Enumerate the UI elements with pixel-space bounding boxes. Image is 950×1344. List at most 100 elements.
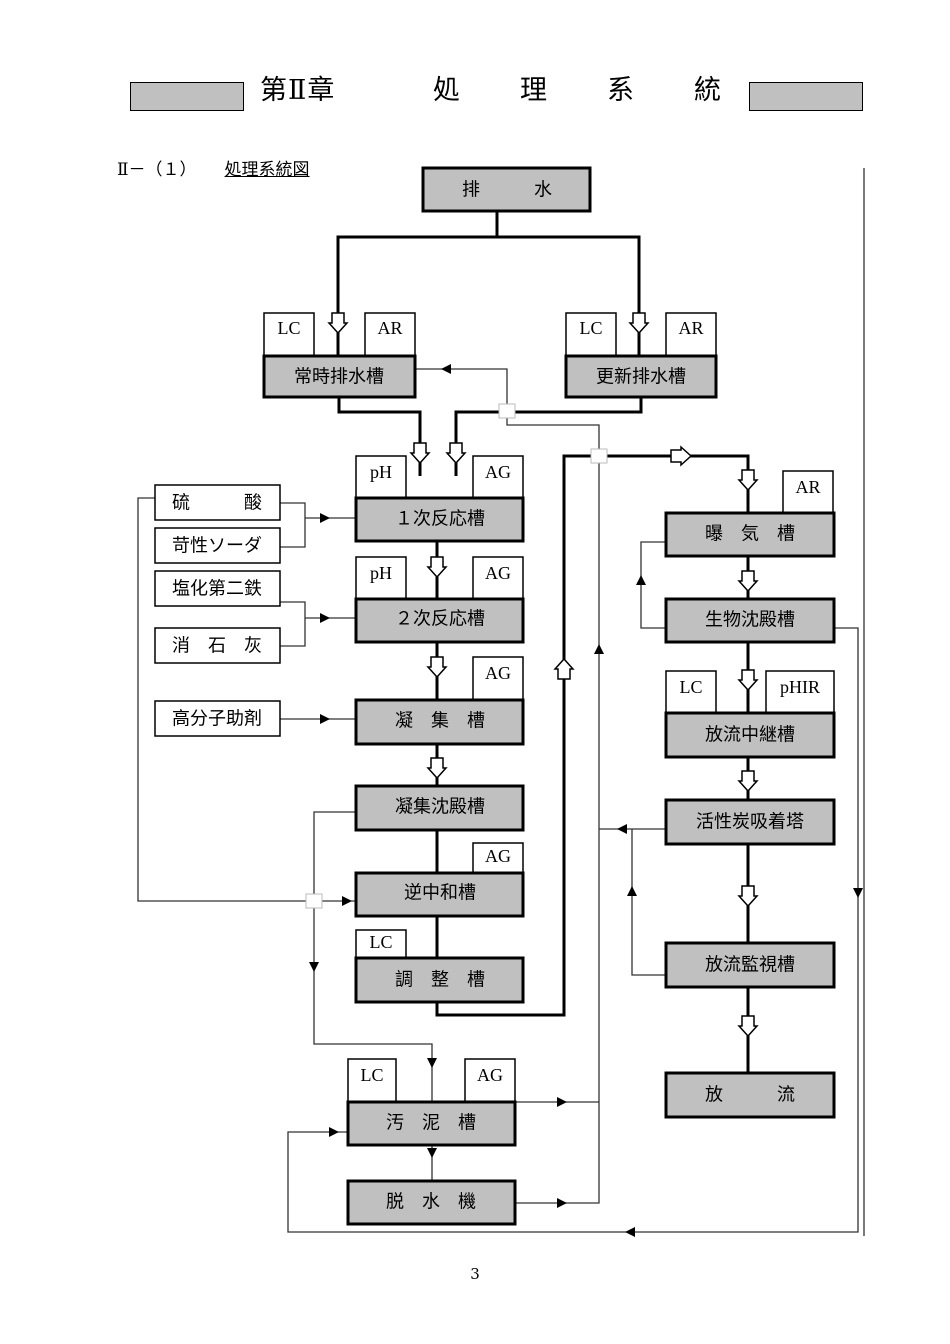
instrument-ar-regular [364,312,416,357]
node-bio-settling [664,597,836,644]
section-heading: Ⅱ－（１） 処理系統図 [117,155,310,180]
instrument-boxes: LC AR LC AR pH AG pH AG AG AG LC LC AG A… [263,312,835,1103]
node-label: AR [377,318,402,338]
node-label: 常時排水槽 [294,367,384,388]
flow-arrow-down-icon [427,757,447,779]
process-tanks: 排 水 常時排水槽 更新排水槽 １次反応槽 ２次反応槽 凝 集 槽 凝集沈殿槽 … [262,166,836,1226]
node-label: 放流監視槽 [705,955,795,976]
arrow-right-icon [557,1097,567,1107]
node-label: 消 石 灰 [172,636,262,657]
header-left-bar [130,82,244,111]
node-label: 硫 酸 [172,493,262,514]
chapter-title-char-1: 処 [433,75,461,106]
node-aeration [664,511,836,558]
chapter-title-char-3: 系 [607,75,635,106]
chemical-caustic-soda [154,527,281,564]
instrument-ag-reaction1 [472,455,524,499]
node-label: 凝 集 槽 [395,711,485,732]
crossing-marker [305,893,323,909]
node-label: 排 水 [462,180,552,201]
arrow-right-icon [320,613,330,623]
node-carbon-tower [664,798,836,846]
node-label: AR [678,318,703,338]
chemical-sulfuric-acid [154,484,281,521]
node-drain [421,166,592,213]
node-label: AG [485,846,511,866]
node-label: 汚 泥 槽 [386,1113,476,1134]
chemical-slaked-lime [154,627,281,664]
node-label: 逆中和槽 [404,883,476,904]
flow-arrow-down-icon [738,1015,758,1037]
chemical-boxes: 硫 酸 苛性ソーダ 塩化第二鉄 消 石 灰 高分子助剤 [154,484,281,737]
instrument-ag-reverse-neutral [472,842,524,874]
node-adjustment [354,956,525,1004]
node-reverse-neutral [354,871,525,918]
flow-arrow-down-icon [738,669,758,691]
node-monitor-tank [664,941,836,989]
node-label: 生物沈殿槽 [705,610,795,631]
arrow-right-icon [557,1198,567,1208]
flow-arrow-down-icon [427,556,447,578]
arrow-down-icon [427,1148,437,1158]
node-label: AG [477,1065,503,1085]
chapter-title-char-2: 理 [520,75,548,106]
flow-arrow-down-icon [629,312,649,334]
node-label: 更新排水槽 [596,367,686,388]
node-label: AG [485,663,511,683]
flow-arrow-down-icon [410,442,430,464]
node-regular-tank [262,354,417,399]
arrow-up-icon [594,644,604,654]
section-number: Ⅱ－（１） [117,160,197,180]
node-reaction2 [354,597,525,644]
arrow-down-icon [309,962,319,972]
arrow-right-icon [342,896,352,906]
header-right-bar [749,82,863,111]
flow-arrow-down-icon [738,770,758,792]
arrow-down-icon [427,1058,437,1068]
node-label: LC [679,677,702,697]
sludge-line [287,627,859,1233]
arrow-left-icon [441,364,451,374]
node-label: AR [795,477,820,497]
node-renewal-tank [564,354,718,399]
arrow-up-icon [627,886,637,896]
flow-arrow-right-icon [670,446,692,466]
crossing-marker [498,403,516,419]
flow-arrow-down-icon [427,656,447,678]
section-title: 処理系統図 [224,160,310,180]
arrow-up-icon [636,575,646,585]
flow-arrow-down-icon [328,312,348,334]
chapter-title-char-4: 統 [694,75,722,106]
secondary-lines [137,168,865,1236]
node-label: 高分子助剤 [172,709,262,730]
flow-line [435,454,750,1017]
node-discharge [664,1071,836,1119]
node-relay-tank [664,711,836,759]
node-label: 曝 気 槽 [705,524,795,545]
node-label: １次反応槽 [395,509,485,530]
node-coagulation [354,698,525,746]
node-dehydrator [346,1179,517,1226]
node-label: AG [485,563,511,583]
arrow-left-icon [625,1227,635,1237]
chemical-line [280,502,306,548]
node-label: pHIR [780,677,820,697]
node-label: 凝集沈殿槽 [395,797,485,818]
instrument-ar-aeration [782,470,834,514]
flow-arrow-down-icon [738,469,758,491]
arrow-right-icon [320,714,330,724]
crossing-marker [590,448,608,464]
node-label: LC [369,932,392,952]
node-label: 活性炭吸着塔 [696,812,804,833]
node-reaction1 [354,496,525,543]
main-flow-lines [336,211,750,1073]
node-sludge-tank [346,1100,517,1147]
instrument-lc-renewal [565,312,617,357]
flow-arrow-down-icon [738,885,758,907]
arrow-right-icon [320,513,330,523]
node-label: 脱 水 機 [386,1192,476,1213]
node-label: 塩化第二鉄 [172,579,262,600]
chemical-line [137,497,356,902]
arrow-down-icon [853,888,863,898]
